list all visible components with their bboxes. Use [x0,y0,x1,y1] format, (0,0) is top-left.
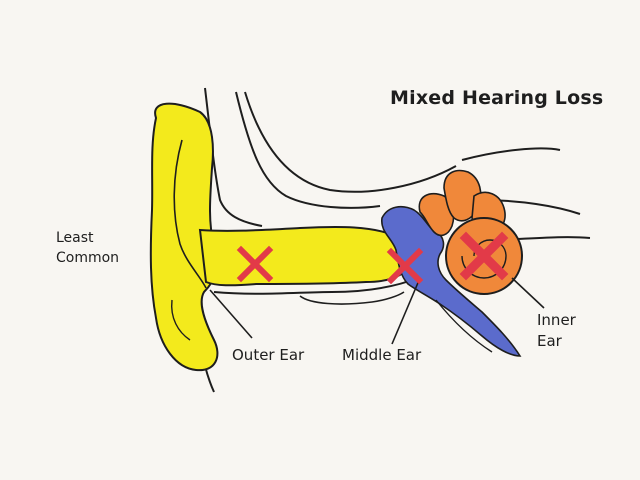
middle-ear-tube [435,299,493,353]
outer-ear-pinna [149,102,219,372]
frequency-note: Least Common [56,228,119,268]
frequency-note-line-2: Common [56,250,120,266]
outer-ear-label: Outer Ear [232,346,305,364]
inner-ear-label: Inner Ear [537,310,576,352]
inner-ear-label-line-2: Ear [537,332,562,350]
diagram-title: Mixed Hearing Loss [390,87,604,109]
middle-ear-label: Middle Ear [342,346,422,364]
cross-mark-icon [459,231,509,281]
frequency-note-line-1: Least [56,230,94,246]
ear-canal [198,225,412,287]
pinna-fold [173,139,207,289]
canal-floor [213,277,419,295]
cross-mark-icon [236,245,274,283]
canal-floor-lower [299,291,405,305]
inner-ear-label-line-1: Inner [537,311,576,329]
pinna-lobe-fold [171,299,191,341]
cross-mark-icon [386,247,424,285]
leader-lines [209,277,545,345]
